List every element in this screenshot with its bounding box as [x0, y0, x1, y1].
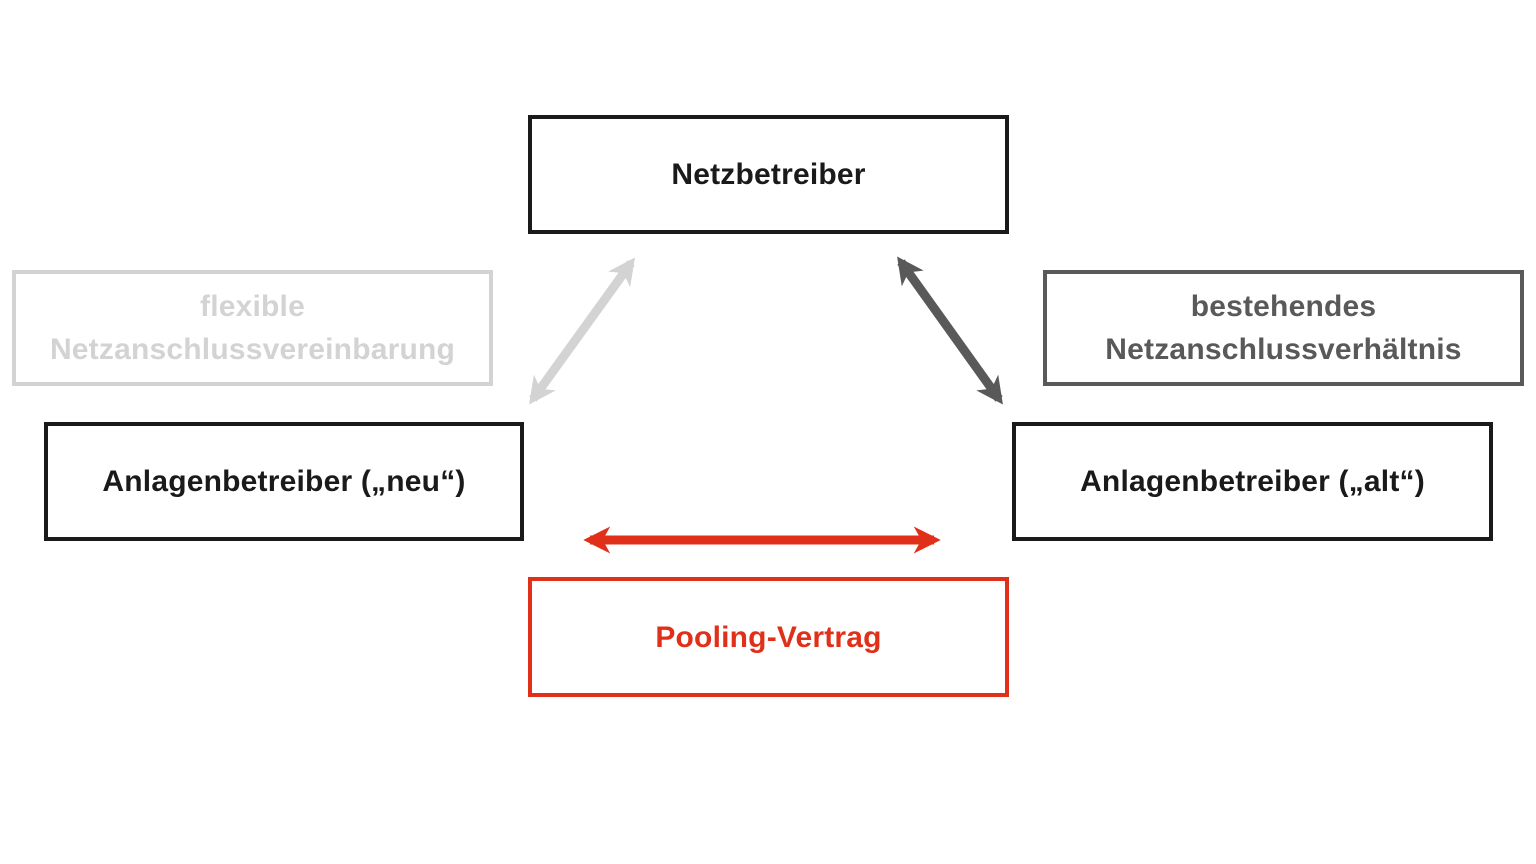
node-flexible-netzanschlussvereinbarung: flexible Netzanschlussvereinbarung	[12, 270, 493, 386]
node-anlagenbetreiber-alt: Anlagenbetreiber („alt“)	[1012, 422, 1493, 541]
node-netzbetreiber: Netzbetreiber	[528, 115, 1009, 234]
double-arrow-netzbetreiber-anlagenbetreiber-neu-icon	[529, 257, 635, 405]
node-pooling-vertrag-label: Pooling-Vertrag	[655, 620, 882, 654]
node-netzbetreiber-label: Netzbetreiber	[671, 158, 866, 191]
node-anlagenbetreiber-alt-label: Anlagenbetreiber („alt“)	[1080, 465, 1425, 498]
node-bestehendes-netzanschlussverhaeltnis-label: bestehendes Netzanschlussverhältnis	[1105, 290, 1462, 366]
node-pooling-vertrag: Pooling-Vertrag	[528, 577, 1009, 697]
node-bestehendes-netzanschlussverhaeltnis: bestehendes Netzanschlussverhältnis	[1043, 270, 1524, 386]
node-anlagenbetreiber-neu: Anlagenbetreiber („neu“)	[44, 422, 524, 541]
node-anlagenbetreiber-neu-label: Anlagenbetreiber („neu“)	[102, 465, 466, 498]
node-flexible-netzanschlussvereinbarung-label: flexible Netzanschlussvereinbarung	[49, 290, 456, 366]
double-arrow-netzbetreiber-anlagenbetreiber-alt-icon	[897, 256, 1003, 405]
